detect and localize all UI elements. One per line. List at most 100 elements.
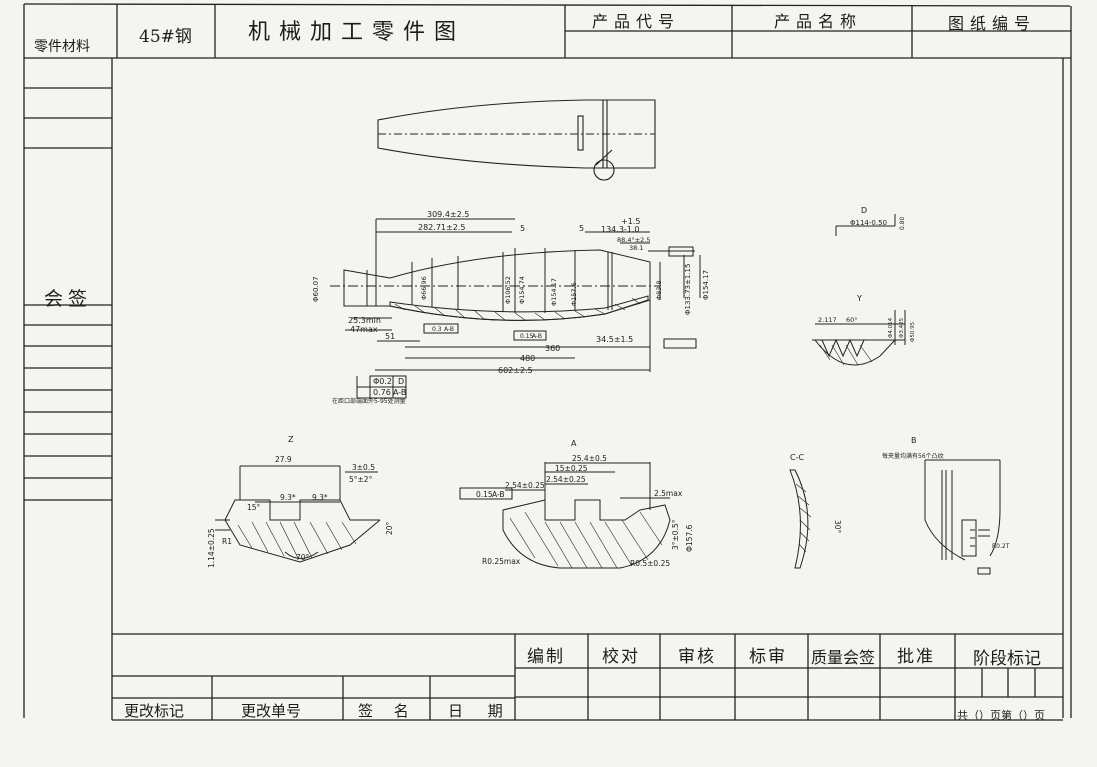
- svg-text:Φ154.17: Φ154.17: [702, 270, 710, 300]
- svg-text:+1.5: +1.5: [621, 217, 640, 226]
- cell-reviewed: 审核: [678, 647, 716, 667]
- svg-text:在距口部端面外5-95处测量: 在距口部端面外5-95处测量: [332, 397, 406, 405]
- svg-text:Φ0.2: Φ0.2: [373, 377, 392, 386]
- svg-text:Φ83.8: Φ83.8: [655, 280, 663, 300]
- svg-text:A-B: A-B: [492, 490, 505, 499]
- cell-standard-review: 标审: [749, 647, 787, 667]
- svg-text:34.5±1.5: 34.5±1.5: [596, 335, 633, 344]
- svg-text:9.3*: 9.3*: [312, 493, 328, 502]
- material-value: 45#钢: [139, 27, 192, 47]
- svg-text:Φ4.014: Φ4.014: [888, 317, 894, 338]
- svg-text:R0.5±0.25: R0.5±0.25: [630, 559, 670, 568]
- svg-text:Φ66.96: Φ66.96: [420, 276, 428, 300]
- detail-z-text: Z 27.9 3±0.5 5°±2° 9.3* 9.3* 15° R1 70° …: [207, 435, 394, 568]
- svg-text:0.3: 0.3: [432, 326, 442, 333]
- svg-text:Φ50.95: Φ50.95: [910, 321, 916, 342]
- svg-text:60°: 60°: [846, 316, 858, 324]
- svg-text:3±0.5: 3±0.5: [352, 463, 375, 472]
- detail-d: [835, 214, 896, 236]
- svg-text:25.3min: 25.3min: [348, 316, 381, 325]
- svg-text:0.15: 0.15: [520, 333, 534, 340]
- svg-text:2.5max: 2.5max: [654, 489, 683, 498]
- svg-text:30°: 30°: [833, 520, 842, 534]
- svg-text:5°±2°: 5°±2°: [349, 475, 373, 484]
- cell-checked: 校对: [602, 647, 640, 667]
- material-label: 零件材料: [34, 39, 90, 55]
- svg-text:0.76: 0.76: [373, 388, 391, 397]
- svg-text:0.80: 0.80: [899, 216, 906, 230]
- svg-text:Φ114-0.50: Φ114-0.50: [850, 219, 887, 227]
- svg-text:70°: 70°: [296, 553, 310, 562]
- svg-text:480: 480: [520, 354, 535, 363]
- detail-cc-text: C-C 30°: [790, 453, 842, 534]
- page-count: 共（）页第（）页: [957, 709, 1045, 722]
- svg-text:Φ157.6: Φ157.6: [570, 282, 578, 306]
- cell-prepared: 编制: [527, 647, 565, 667]
- svg-text:51: 51: [385, 332, 395, 341]
- main-section-view: [330, 218, 701, 399]
- svg-text:20°: 20°: [385, 521, 394, 535]
- profile-view: [377, 99, 656, 181]
- svg-text:88.4°±2.5: 88.4°±2.5: [617, 236, 651, 244]
- svg-text:25.4±0.5: 25.4±0.5: [572, 454, 607, 463]
- svg-text:每夹量均满有56个凸纹: 每夹量均满有56个凸纹: [882, 452, 944, 460]
- svg-text:15±0.25: 15±0.25: [555, 464, 588, 473]
- svg-text:5: 5: [520, 224, 525, 233]
- svg-text:309.4±2.5: 309.4±2.5: [427, 210, 469, 219]
- svg-text:Φ154.17: Φ154.17: [550, 278, 558, 306]
- svg-text:0.15: 0.15: [476, 490, 493, 499]
- svg-text:5: 5: [579, 224, 584, 233]
- detail-y-text: Y 2.117 60° Φ4.014 Φ3.425 Φ50.95: [818, 294, 916, 342]
- detail-a-text: A 25.4±0.5 15±0.25 2.54±0.25 2.54±0.25 2…: [476, 439, 694, 568]
- detail-y: [812, 310, 906, 366]
- svg-text:A-B: A-B: [444, 326, 454, 333]
- cell-approved: 批准: [897, 647, 935, 667]
- svg-text:9.3*: 9.3*: [280, 493, 296, 502]
- drawing-number-label: 图纸编号: [948, 14, 1037, 33]
- svg-text:360: 360: [545, 344, 560, 353]
- svg-text:A-B: A-B: [532, 333, 542, 340]
- cell-quality-countersign: 质量会签: [811, 648, 876, 667]
- svg-text:134.3-1.0: 134.3-1.0: [601, 225, 640, 234]
- svg-text:Φ133.73±1.15: Φ133.73±1.15: [684, 264, 692, 315]
- svg-text:C-C: C-C: [790, 453, 804, 462]
- change-mark-label: 更改标记: [124, 702, 185, 720]
- svg-text:2.54±0.25: 2.54±0.25: [546, 475, 586, 484]
- product-name-label: 产品名称: [774, 12, 863, 31]
- detail-b-text: B 每夹量均满有56个凸纹 R0.2T: [882, 436, 1010, 550]
- svg-text:D: D: [398, 377, 404, 386]
- date-label: 日 期: [448, 702, 513, 720]
- main-dims: 309.4±2.5 282.71±2.5 134.3-1.0 +1.5 88.4…: [312, 210, 710, 405]
- detail-a: [459, 462, 671, 569]
- svg-text:3°±0.5°: 3°±0.5°: [671, 519, 680, 550]
- svg-text:D: D: [861, 206, 867, 215]
- svg-text:R1: R1: [222, 537, 232, 546]
- signature-label: 签 名: [358, 702, 417, 720]
- svg-text:1.14±0.25: 1.14±0.25: [207, 528, 216, 568]
- svg-text:Φ106.52: Φ106.52: [504, 276, 512, 304]
- svg-text:Y: Y: [856, 294, 862, 303]
- cell-stage-mark: 阶段标记: [973, 649, 1041, 669]
- detail-cc: [789, 469, 812, 569]
- svg-text:R0.2T: R0.2T: [992, 543, 1010, 550]
- svg-text:2.117: 2.117: [818, 316, 837, 324]
- svg-text:2.54±0.25: 2.54±0.25: [505, 481, 545, 490]
- change-number-label: 更改单号: [241, 702, 302, 720]
- svg-text:R0.25max: R0.25max: [482, 557, 521, 566]
- svg-text:Z: Z: [288, 435, 294, 444]
- svg-text:A: A: [571, 439, 577, 448]
- svg-text:47max: 47max: [350, 325, 378, 334]
- svg-text:282.71±2.5: 282.71±2.5: [418, 223, 465, 232]
- svg-text:38.1: 38.1: [629, 244, 643, 252]
- svg-text:B: B: [911, 436, 917, 445]
- detail-b: [924, 459, 1001, 575]
- svg-text:602±2.5: 602±2.5: [498, 366, 533, 375]
- svg-text:15°: 15°: [247, 503, 261, 512]
- svg-text:A-B: A-B: [393, 388, 406, 397]
- svg-text:Φ154.74: Φ154.74: [518, 276, 526, 304]
- product-code-label: 产品代号: [592, 12, 681, 31]
- detail-d-text: D Φ114-0.50 0.80: [850, 206, 906, 230]
- svg-text:27.9: 27.9: [275, 455, 292, 464]
